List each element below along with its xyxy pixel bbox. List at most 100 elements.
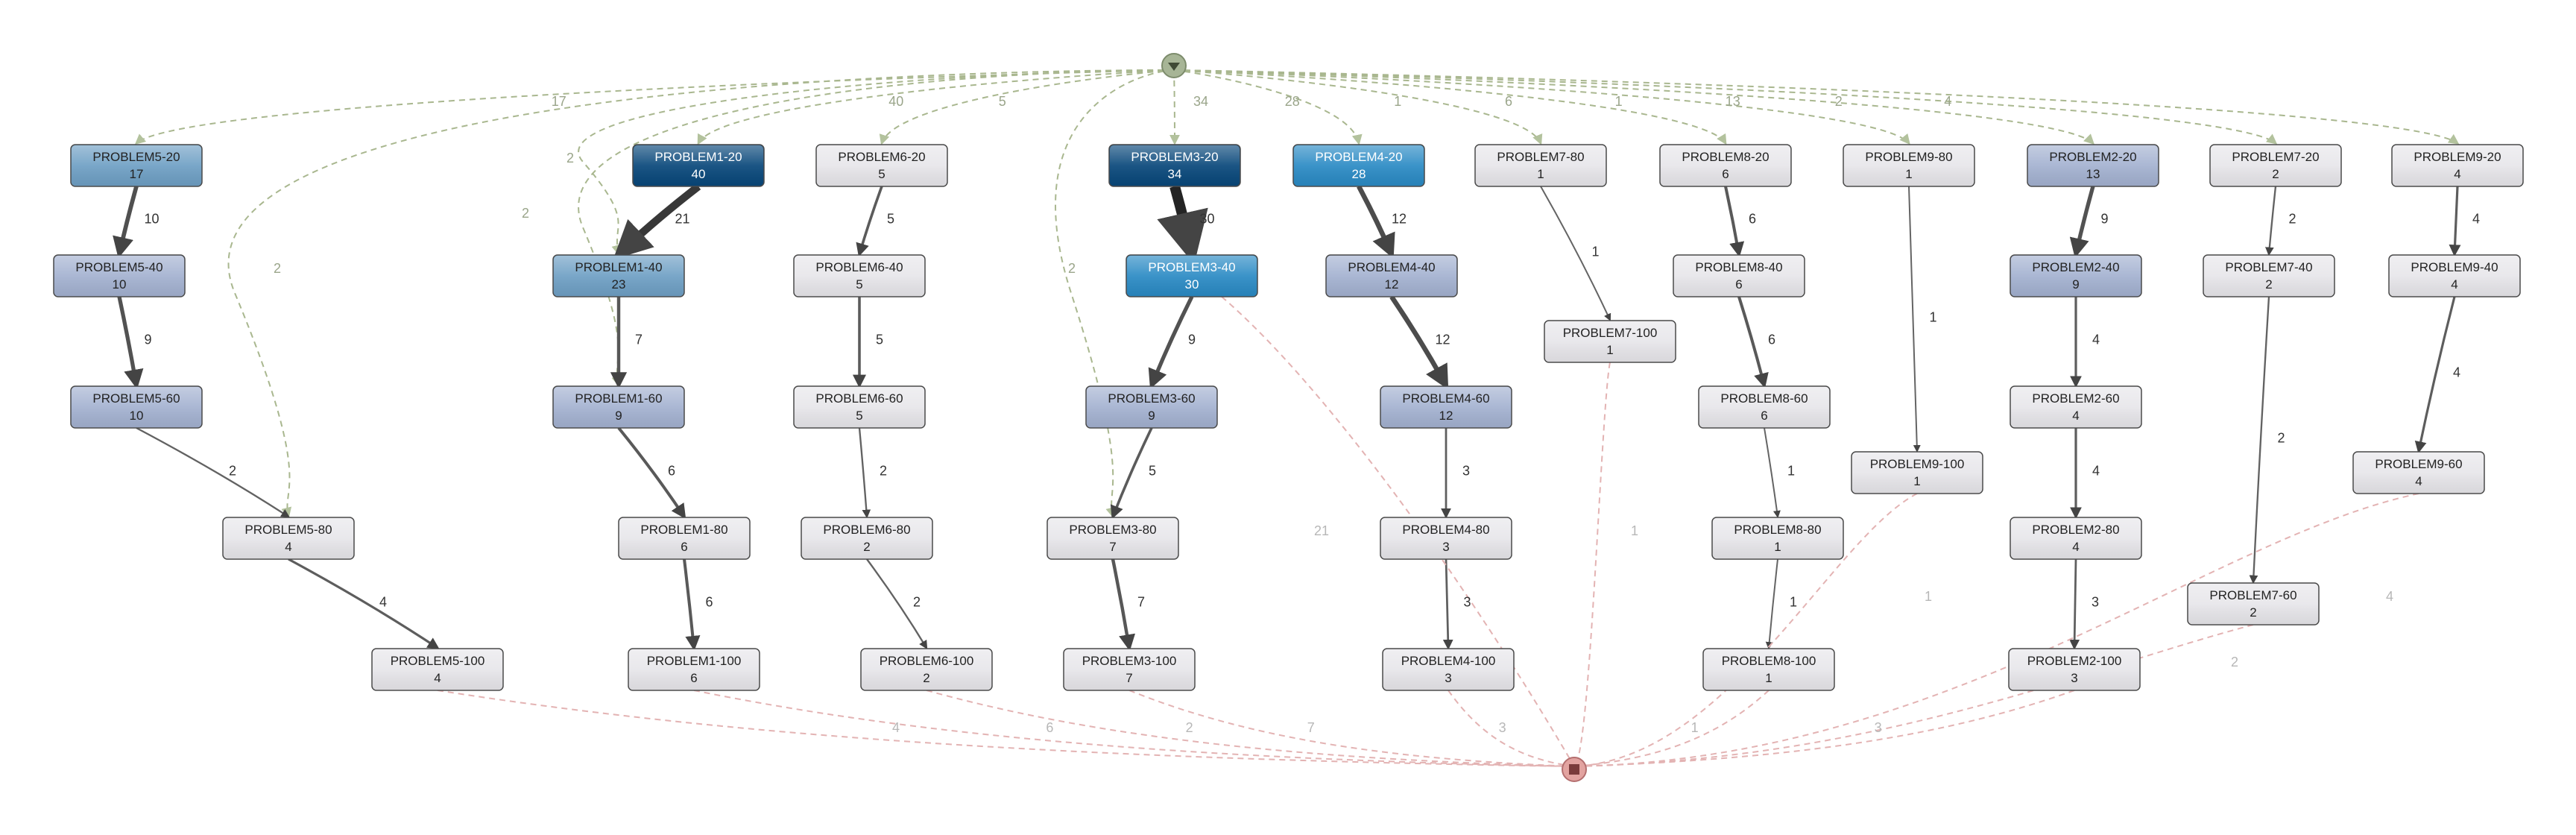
node-label: PROBLEM1-40 — [575, 260, 662, 274]
edge-label: 2 — [1186, 720, 1193, 735]
edge-start-to-P1-60 — [578, 69, 1175, 387]
node-p5-80[interactable]: PROBLEM5-804 — [222, 517, 355, 560]
node-p9-40[interactable]: PROBLEM9-404 — [2388, 254, 2521, 297]
edge-P2-80-to-P2-100 — [2069, 558, 2080, 650]
edge-start-to-P3-80 — [1055, 69, 1175, 518]
edge-label: 2 — [274, 261, 281, 276]
node-count: 4 — [434, 671, 441, 685]
node-gloss — [2390, 256, 2519, 296]
edge-start-to-P5-80 — [227, 69, 1175, 518]
node-count: 2 — [2250, 605, 2256, 620]
node-p6-60[interactable]: PROBLEM6-605 — [793, 385, 926, 429]
node-p4-80[interactable]: PROBLEM4-803 — [1380, 517, 1512, 560]
node-count: 9 — [1148, 409, 1155, 423]
edge-P1-80-to-P1-100 — [683, 558, 701, 652]
node-p7-20[interactable]: PROBLEM7-202 — [2209, 144, 2342, 187]
node-label: PROBLEM2-60 — [2032, 391, 2119, 406]
node-p7-60[interactable]: PROBLEM7-602 — [2187, 582, 2320, 626]
node-gloss — [1048, 518, 1178, 558]
node-p2-60[interactable]: PROBLEM2-604 — [2010, 385, 2142, 429]
node-gloss — [1381, 518, 1511, 558]
edge-label: 34 — [1193, 94, 1208, 109]
edges-layer — [113, 69, 2461, 772]
start-icon[interactable] — [1161, 53, 1187, 78]
node-p3-80[interactable]: PROBLEM3-80 7 — [1046, 517, 1179, 560]
edge-start-to-P7-80 — [1173, 69, 1543, 145]
node-count: 4 — [2454, 167, 2460, 181]
edge-P9-40-to-P9-60 — [2414, 296, 2456, 454]
node-p1-80[interactable]: PROBLEM1-806 — [618, 517, 751, 560]
node-gloss — [862, 649, 991, 690]
node-count: 7 — [1109, 540, 1116, 554]
node-p2-80[interactable]: PROBLEM2-80 4 — [2010, 517, 2142, 560]
node-p9-80[interactable]: PROBLEM9-801 — [1843, 144, 1975, 187]
node-count: 4 — [2072, 540, 2079, 554]
node-label: PROBLEM7-20 — [2232, 150, 2319, 164]
end-icon[interactable] — [1562, 757, 1587, 782]
node-gloss — [802, 518, 932, 558]
node-p6-20[interactable]: PROBLEM6-205 — [815, 144, 948, 187]
node-count: 1 — [1606, 343, 1613, 357]
edge-P6-80-to-P6-100 — [866, 558, 928, 650]
node-label: PROBLEM5-20 — [92, 150, 180, 164]
edge-label: 2 — [1835, 94, 1843, 109]
node-gloss — [1110, 145, 1240, 186]
node-p8-80[interactable]: PROBLEM8-801 — [1711, 517, 1844, 560]
edge-label: 4 — [2092, 333, 2100, 347]
edge-start-to-P1-20 — [697, 69, 1175, 145]
edge-P8-100-to-end — [1572, 690, 1770, 772]
node-gloss — [817, 145, 947, 186]
node-p3-60[interactable]: PROBLEM3-609 — [1085, 385, 1218, 429]
node-p8-20[interactable]: PROBLEM8-206 — [1659, 144, 1792, 187]
node-count: 2 — [923, 671, 929, 685]
node-p9-20[interactable]: PROBLEM9-204 — [2391, 144, 2524, 187]
node-p6-80[interactable]: PROBLEM6-802 — [801, 517, 933, 560]
edge-label: 2 — [2278, 431, 2285, 446]
edge-P1-20-to-P1-40 — [613, 183, 701, 260]
edge-label: 28 — [1285, 94, 1300, 109]
node-count: 6 — [1722, 167, 1729, 181]
node-p6-40[interactable]: PROBLEM6-405 — [793, 254, 926, 297]
node-p1-60[interactable]: PROBLEM1-609 — [552, 385, 685, 429]
node-p7-80[interactable]: PROBLEM7-801 — [1474, 144, 1607, 187]
node-label: PROBLEM8-40 — [1695, 260, 1782, 274]
edge-start-to-P3-20 — [1169, 69, 1180, 145]
node-count: 3 — [1442, 540, 1449, 554]
node-count: 10 — [130, 409, 144, 423]
edge-label: 4 — [2386, 589, 2393, 604]
node-p7-40[interactable]: PROBLEM7-402 — [2203, 254, 2335, 297]
edge-P5-100-to-end — [437, 690, 1576, 772]
node-label: PROBLEM5-80 — [244, 523, 332, 537]
node-p8-40[interactable]: PROBLEM8-406 — [1673, 254, 1805, 297]
node-label: PROBLEM3-80 — [1069, 523, 1156, 537]
node-p8-60[interactable]: PROBLEM8-606 — [1698, 385, 1831, 429]
edge-P9-100-to-end — [1572, 493, 1918, 772]
node-p9-60[interactable]: PROBLEM9-604 — [2352, 451, 2485, 494]
edge-P8-60-to-P8-80 — [1764, 427, 1781, 518]
node-label: PROBLEM2-80 — [2032, 523, 2119, 537]
edge-label: 6 — [1505, 94, 1512, 109]
node-label: PROBLEM3-100 — [1082, 654, 1177, 668]
node-p2-40[interactable]: PROBLEM2-409 — [2010, 254, 2142, 297]
node-count: 1 — [1905, 167, 1912, 181]
